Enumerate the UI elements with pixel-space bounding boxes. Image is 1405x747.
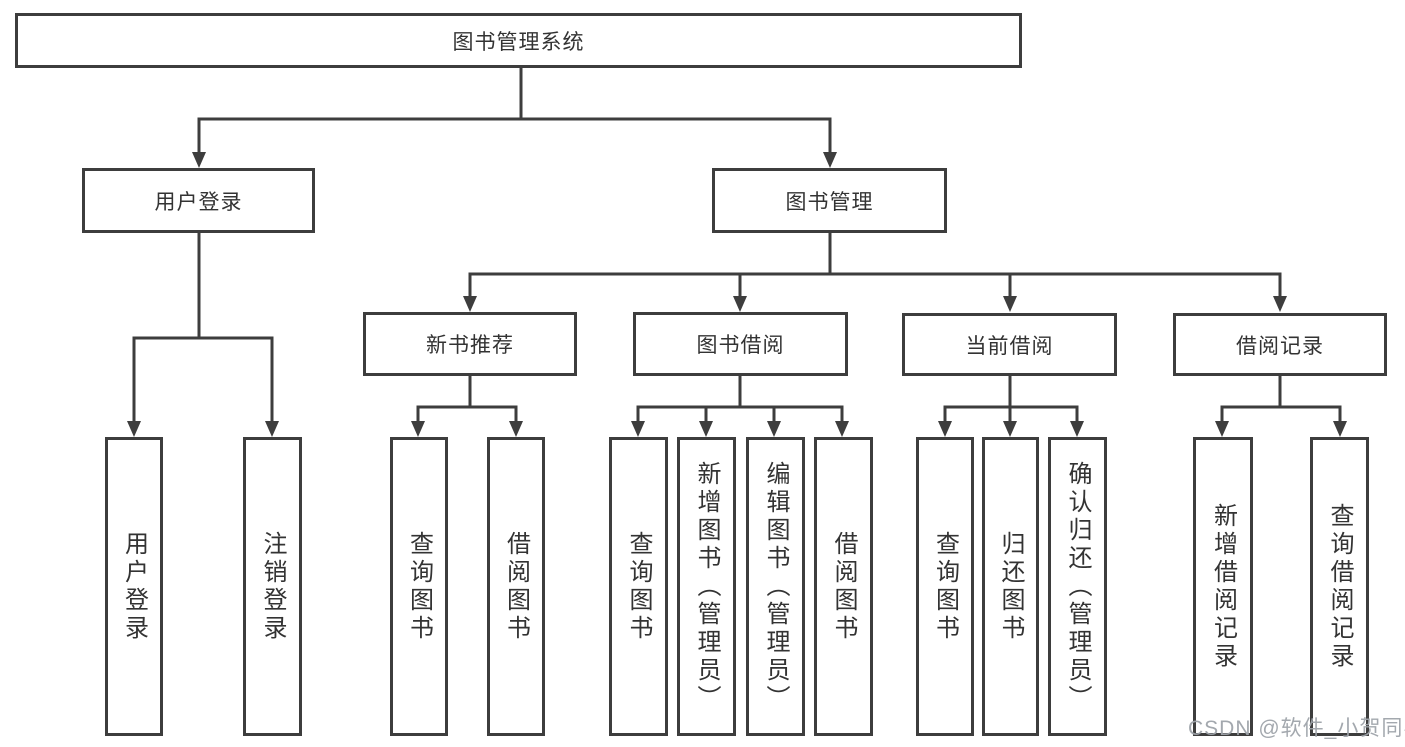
- node-new-book-recommend: 新书推荐: [363, 312, 577, 376]
- leaf-add-books-admin: 新增图书（管理员）: [677, 437, 736, 736]
- leaf-borrow-books-borrowing: 借阅图书: [814, 437, 873, 736]
- leaf-user-login: 用户登录: [105, 437, 163, 736]
- leaf-edit-books-admin: 编辑图书（管理员）: [746, 437, 805, 736]
- leaf-logout: 注销登录: [243, 437, 302, 736]
- csdn-watermark: CSDN @软件_小贺同学: [1188, 717, 1405, 740]
- leaf-query-books-recommend: 查询图书: [390, 437, 448, 736]
- node-borrowing-records: 借阅记录: [1173, 313, 1387, 376]
- leaf-return-books: 归还图书: [982, 437, 1039, 736]
- leaf-confirm-return-admin: 确认归还（管理员）: [1048, 437, 1107, 736]
- leaf-add-borrowing-record: 新增借阅记录: [1193, 437, 1253, 736]
- node-user-login: 用户登录: [82, 168, 315, 233]
- leaf-query-books-borrowing: 查询图书: [609, 437, 668, 736]
- leaf-query-books-current: 查询图书: [916, 437, 974, 736]
- node-book-borrowing: 图书借阅: [633, 312, 848, 376]
- leaf-query-borrowing-record: 查询借阅记录: [1310, 437, 1369, 736]
- node-current-borrowing: 当前借阅: [902, 313, 1117, 376]
- leaf-borrow-books-recommend: 借阅图书: [487, 437, 545, 736]
- node-root: 图书管理系统: [15, 13, 1022, 68]
- node-book-management: 图书管理: [712, 168, 947, 233]
